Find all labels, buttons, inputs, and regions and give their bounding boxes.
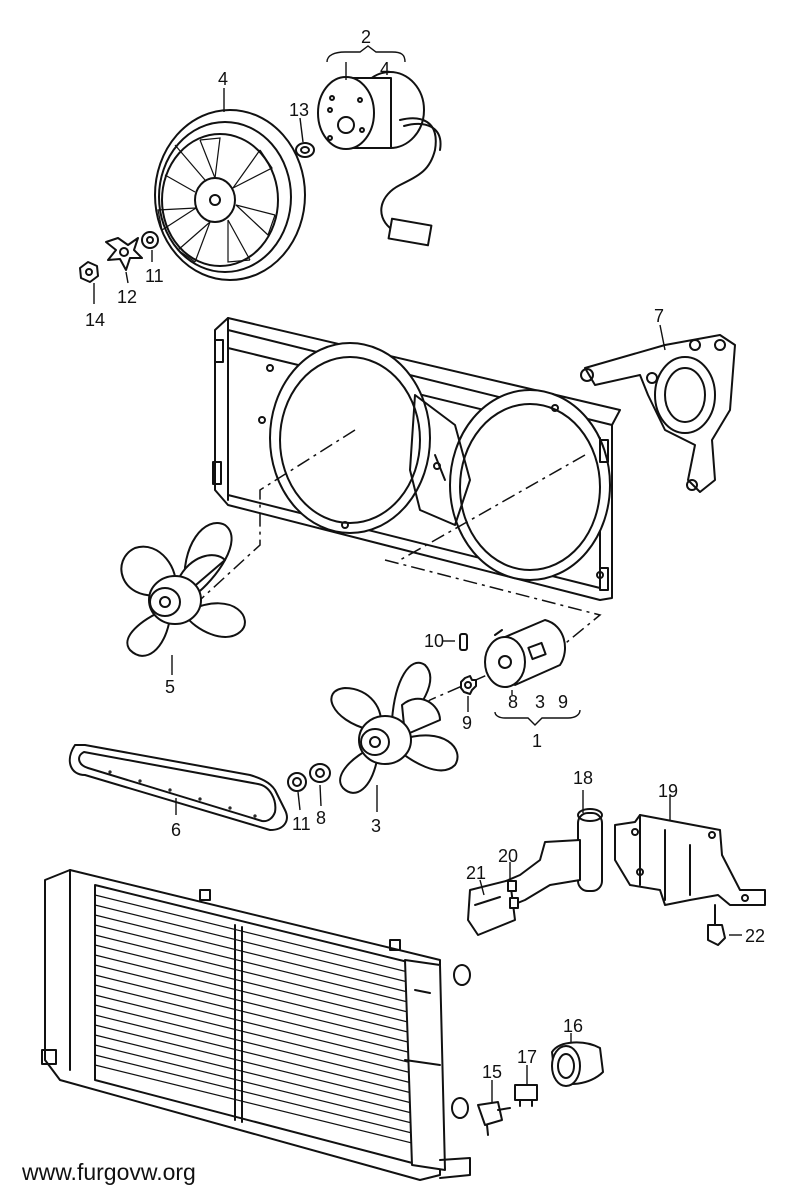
radiator [41, 869, 471, 1181]
gear-washer-9 [460, 675, 477, 695]
callout-12: 12 [117, 287, 137, 307]
shrouded-fan-4 [154, 109, 306, 281]
callout-14: 14 [85, 310, 105, 330]
callout-3-motor: 3 [535, 692, 545, 712]
temperature-switch-15 [477, 1101, 511, 1136]
callout-4-motor: 4 [380, 59, 390, 79]
callout-8: 8 [316, 808, 326, 828]
washer-8 [309, 763, 331, 783]
callout-10: 10 [424, 631, 444, 651]
belt-6 [68, 744, 288, 831]
fan-shroud-frame [212, 317, 621, 601]
callout-15: 15 [482, 1062, 502, 1082]
callout-1: 1 [532, 731, 542, 751]
nut-14 [79, 261, 99, 283]
callout-2: 2 [361, 27, 371, 47]
electric-fan-motor [317, 71, 442, 247]
callout-17: 17 [517, 1047, 537, 1067]
callout-6: 6 [171, 820, 181, 840]
bracket-19 [614, 814, 766, 906]
callout-22: 22 [745, 926, 765, 946]
fan-blade-5 [120, 522, 246, 657]
callout-5: 5 [165, 677, 175, 697]
assembly-centerlines [199, 429, 602, 741]
key-10 [459, 633, 468, 651]
leader-lines [93, 45, 742, 1102]
bolt-22 [707, 904, 726, 946]
callout-20: 20 [498, 846, 518, 866]
connector-17 [514, 1084, 538, 1107]
callout-16: 16 [563, 1016, 583, 1036]
star-clip-12 [105, 237, 143, 271]
callout-8-motor: 8 [508, 692, 518, 712]
callout-11-top: 11 [145, 266, 164, 286]
callout-11-lower: 11 [292, 814, 311, 834]
watermark-text: www.furgovw.org [21, 1159, 196, 1185]
motor-washer-13 [295, 142, 315, 158]
callout-13: 13 [289, 100, 309, 120]
bracket-7 [580, 334, 736, 493]
callout-9-motor: 9 [558, 692, 568, 712]
callout-labels: 2 4 4 13 11 12 14 7 10 5 8 3 9 9 1 6 11 … [85, 27, 765, 1082]
sensor-bracket-18 [467, 808, 603, 936]
callout-9: 9 [462, 713, 472, 733]
callout-3: 3 [371, 816, 381, 836]
callout-7: 7 [654, 306, 664, 326]
callout-21: 21 [466, 863, 486, 883]
callout-4-fan: 4 [218, 69, 228, 89]
fan-motor-1 [484, 619, 566, 688]
washer-11-lower [287, 772, 307, 792]
callout-18: 18 [573, 768, 593, 788]
washer-11-top [141, 231, 159, 249]
callout-19: 19 [658, 781, 678, 801]
fan-blade-3 [330, 662, 459, 794]
connector-16 [551, 1041, 604, 1087]
